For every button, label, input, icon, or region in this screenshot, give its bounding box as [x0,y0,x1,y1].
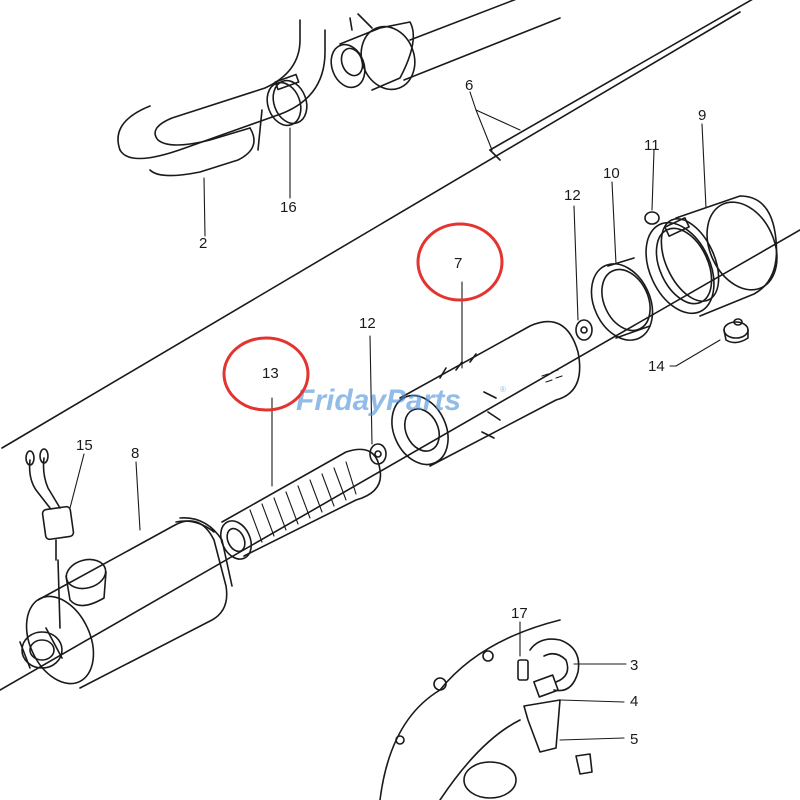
callout-circle-13 [222,336,310,412]
intake-hose [117,19,326,177]
mounting-bracket-assembly [379,619,593,800]
watermark: FridayParts ® [296,384,506,417]
vacuator-valve [723,318,749,344]
label-part-12-upper: 12 [564,187,581,204]
inner-filter-element [219,448,382,560]
label-part-2: 2 [199,235,207,252]
callout-circle-7 [416,222,504,302]
wing-nut-lower [369,443,387,465]
wing-nut-upper [575,319,593,341]
label-part-12-lower: 12 [359,315,376,332]
label-part-8: 8 [131,445,139,462]
label-part-14: 14 [648,358,665,375]
frame-lines [0,0,800,691]
label-part-5: 5 [630,731,638,748]
gasket-ring [590,257,654,341]
label-part-11: 11 [644,137,660,154]
hose-clamp [266,73,308,127]
leader-dashes [619,365,677,665]
label-part-17: 17 [511,605,528,622]
label-part-7: 7 [454,255,462,272]
label-part-15: 15 [76,437,93,454]
label-part-16: 16 [280,199,297,216]
end-cover [660,195,778,317]
label-part-10: 10 [603,165,620,182]
band-clamp [644,211,715,315]
primary-filter-element [391,320,581,467]
watermark-text: FridayParts [296,384,461,417]
label-part-13: 13 [262,365,279,382]
watermark-mark: ® [500,385,506,394]
label-part-4: 4 [630,693,638,710]
restriction-sensor [25,448,75,629]
top-elbow-assembly [330,0,561,91]
label-part-3: 3 [630,657,638,674]
label-part-9: 9 [698,107,706,124]
label-part-6: 6 [465,77,473,94]
leader-lines [69,91,721,741]
air-cleaner-housing [19,517,233,689]
